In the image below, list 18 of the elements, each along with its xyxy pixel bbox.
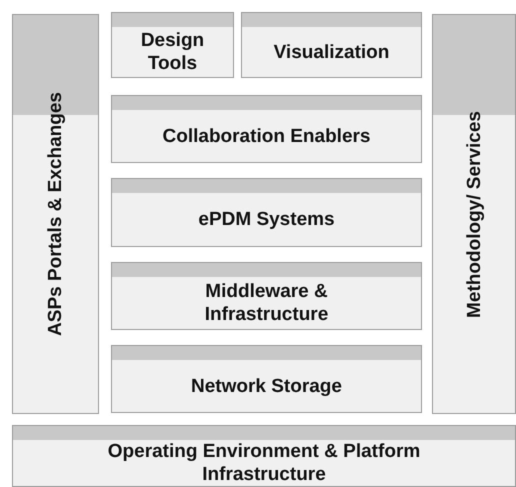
layer-box [111, 95, 422, 163]
layer-label: Network Storage [191, 374, 342, 398]
layer-box [241, 12, 422, 78]
layer-label: Middleware & Infrastructure [204, 280, 330, 326]
layer-box [111, 345, 422, 413]
layer-box [12, 425, 516, 487]
layer-label: ASPs Portals & Exchanges [44, 92, 67, 336]
layer-label: Design Tools [140, 29, 206, 75]
layer-box [111, 12, 234, 78]
layer-box [12, 14, 99, 414]
layer-box [111, 178, 422, 247]
layer-label: Visualization [274, 40, 390, 64]
layer-label: Collaboration Enablers [162, 124, 370, 148]
layer-label: Methodology/ Services [462, 110, 486, 318]
layer-box [432, 14, 516, 414]
layer-label: Operating Environment & Platform Infrastructure [106, 440, 422, 486]
layer-label: ePDM Systems [198, 208, 335, 231]
layer-box [111, 262, 422, 330]
